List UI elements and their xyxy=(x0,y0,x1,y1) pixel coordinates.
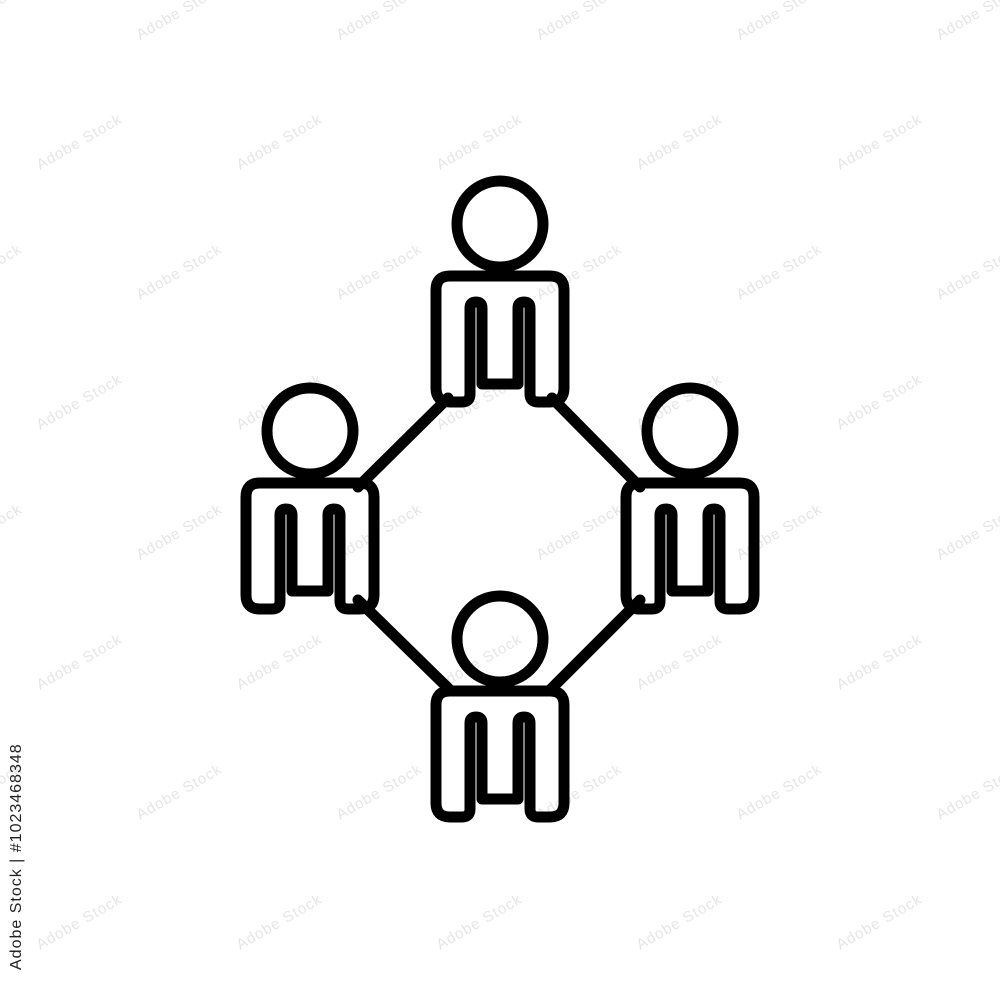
watermark-text: Adobe Stock xyxy=(734,501,826,564)
person-right-icon xyxy=(620,382,760,615)
watermark-text: Adobe Stock xyxy=(334,241,426,304)
watermark-text: Adobe Stock xyxy=(34,891,126,954)
watermark-text: Adobe Stock xyxy=(334,761,426,824)
watermark-text: Adobe Stock xyxy=(134,0,226,43)
connector-top-right xyxy=(546,392,646,493)
watermark-text: Adobe Stock xyxy=(434,891,526,954)
watermark-text: Adobe Stock xyxy=(734,761,826,824)
connector-top-left xyxy=(352,392,454,493)
watermark-text: Adobe Stock xyxy=(634,111,726,174)
watermark-text: Adobe Stock xyxy=(134,761,226,824)
watermark-text: Adobe Stock xyxy=(534,501,626,564)
person-left-icon xyxy=(240,382,380,615)
watermark-text: Adobe Stock xyxy=(34,371,126,434)
watermark-text: Adobe Stock xyxy=(734,0,826,43)
watermark-text: Adobe Stock xyxy=(834,891,926,954)
watermark-text: Adobe Stock xyxy=(834,371,926,434)
watermark-text: Adobe Stock xyxy=(34,111,126,174)
watermark-text: Adobe Stock xyxy=(834,631,926,694)
watermark-text: Adobe Stock xyxy=(134,501,226,564)
watermark-text: Adobe Stock xyxy=(734,241,826,304)
watermark-text: Adobe Stock xyxy=(634,631,726,694)
watermark-text: Adobe Stock xyxy=(234,891,326,954)
watermark-text: Adobe Stock xyxy=(0,0,25,43)
watermark-text: Adobe Stock xyxy=(234,631,326,694)
watermark-text: Adobe Stock xyxy=(134,241,226,304)
watermark-text: Adobe Stock xyxy=(934,0,1000,43)
connector-lines xyxy=(352,392,646,696)
watermark-text: Adobe Stock xyxy=(834,111,926,174)
watermark-text: Adobe Stock xyxy=(634,891,726,954)
stock-id-label: Adobe Stock | #1023468348 xyxy=(8,743,25,970)
connector-left-bottom xyxy=(352,594,456,696)
person-top-icon xyxy=(430,175,570,408)
person-bottom-icon xyxy=(430,590,570,823)
watermark-text: Adobe Stock xyxy=(934,501,1000,564)
watermark-text: Adobe Stock xyxy=(934,761,1000,824)
watermark-text: Adobe Stock xyxy=(434,111,526,174)
watermark-text: Adobe Stock xyxy=(34,631,126,694)
watermark-text: Adobe Stock xyxy=(234,111,326,174)
watermark-text: Adobe Stock xyxy=(334,0,426,43)
watermark-text: Adobe Stock xyxy=(934,241,1000,304)
watermark-text: Adobe Stock xyxy=(534,0,626,43)
watermark-text: Adobe Stock xyxy=(0,501,25,564)
watermark-text: Adobe Stock xyxy=(0,241,25,304)
connector-right-bottom xyxy=(544,594,646,696)
